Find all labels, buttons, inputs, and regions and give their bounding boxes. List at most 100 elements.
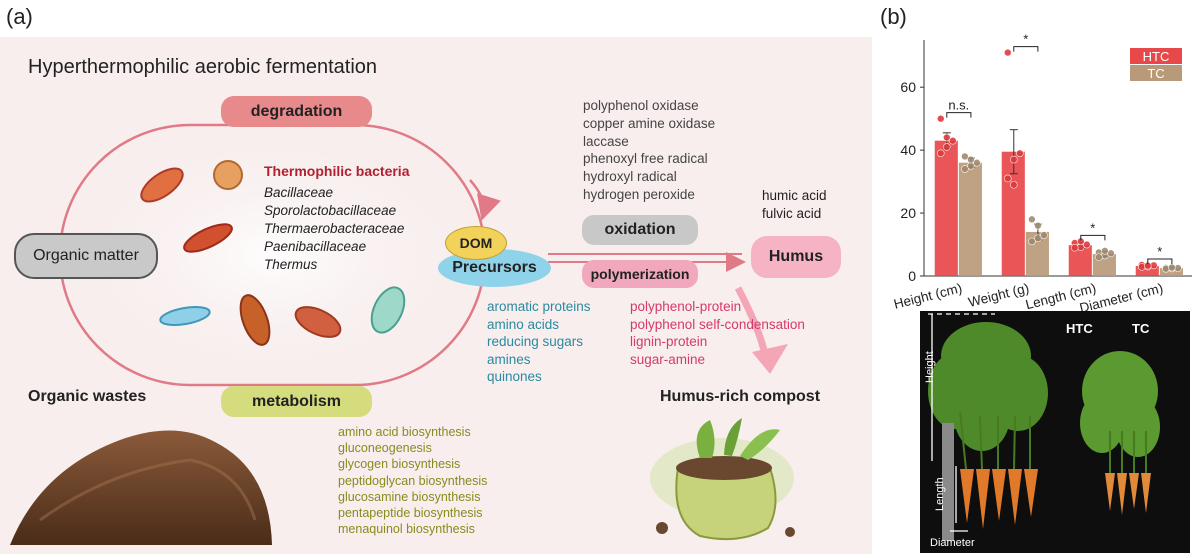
significance-bracket bbox=[1013, 46, 1039, 52]
bacteria-taxon: Bacillaceae bbox=[264, 185, 334, 200]
precursor-item: quinones bbox=[487, 369, 542, 384]
data-point bbox=[1016, 149, 1024, 158]
y-tick-label: 20 bbox=[900, 205, 916, 221]
oxidation-agents-list: polyphenol oxidase copper amine oxidase … bbox=[583, 97, 715, 204]
precursor-item: aromatic proteins bbox=[487, 299, 591, 314]
polymer-products-list: polyphenol-protein polyphenol self-conde… bbox=[630, 298, 805, 368]
degradation-label: degradation bbox=[221, 96, 372, 127]
bacterium-7 bbox=[370, 286, 406, 334]
bacteria-taxon: Paenibacillaceae bbox=[264, 239, 367, 254]
humus-node: Humus bbox=[751, 236, 841, 278]
carrot-photo: HTC TC Height Length Diameter bbox=[920, 311, 1190, 553]
data-point bbox=[942, 143, 951, 151]
data-point bbox=[1101, 247, 1109, 255]
organic-wastes-label: Organic wastes bbox=[28, 388, 147, 405]
data-point bbox=[961, 165, 969, 173]
humic-product: humic acid bbox=[762, 188, 827, 203]
data-point bbox=[973, 158, 981, 167]
metabolic-pathway: peptidoglycan biosynthesis bbox=[338, 473, 488, 488]
metabolism-label: metabolism bbox=[221, 386, 372, 417]
bar-htc-1 bbox=[1001, 151, 1025, 276]
precursor-item: amino acids bbox=[487, 316, 560, 332]
legend-label-htc: HTC bbox=[1143, 49, 1170, 64]
ruler bbox=[942, 423, 954, 541]
bacterium-5 bbox=[239, 294, 271, 346]
data-point bbox=[936, 149, 945, 158]
photo-length-label: Length bbox=[934, 477, 946, 511]
bacterium-4 bbox=[159, 306, 211, 326]
metabolic-pathway: amino acid biosynthesis bbox=[338, 425, 471, 439]
diagram-title: Hyperthermophilic aerobic fermentation bbox=[28, 56, 378, 78]
legend-label-tc: TC bbox=[1147, 66, 1164, 81]
data-point bbox=[942, 133, 951, 142]
category-label: Height (cm) bbox=[892, 280, 963, 311]
panel-a-label: (a) bbox=[6, 4, 33, 29]
significance-bracket bbox=[1147, 258, 1173, 264]
humic-product: fulvic acid bbox=[762, 205, 822, 221]
bacterium-6 bbox=[294, 306, 342, 338]
category-label: Weight (g) bbox=[967, 280, 1031, 310]
bacterium-2 bbox=[213, 160, 243, 190]
polymer-product: polyphenol-protein bbox=[630, 299, 742, 314]
soil-pile bbox=[10, 430, 272, 545]
data-point bbox=[949, 136, 957, 145]
data-point bbox=[1009, 155, 1018, 164]
data-point bbox=[1028, 215, 1036, 224]
data-point bbox=[1040, 231, 1048, 239]
data-point bbox=[1003, 48, 1012, 57]
photo-tc-label: TC bbox=[1132, 321, 1150, 336]
legend-swatch-tc bbox=[1130, 65, 1182, 81]
bacteria-taxon: Thermus bbox=[264, 257, 318, 272]
polymer-product: lignin-protein bbox=[630, 334, 708, 349]
oxidation-agent: phenoxyl free radical bbox=[583, 151, 708, 167]
y-tick-label: 0 bbox=[908, 268, 916, 284]
bacteria-illustrations bbox=[140, 160, 406, 346]
cycle-arrow bbox=[469, 179, 501, 221]
metabolic-pathway: pentapeptide biosynthesis bbox=[338, 506, 483, 521]
bar-htc-2 bbox=[1068, 245, 1092, 276]
oxidation-label: oxidation bbox=[582, 215, 698, 245]
precursor-list: aromatic proteins amino acids reducing s… bbox=[487, 298, 591, 386]
data-point bbox=[967, 155, 975, 164]
photo-diameter-label: Diameter bbox=[930, 537, 975, 549]
htc-carrots bbox=[960, 469, 1038, 529]
metabolic-pathway: glucosamine biosynthesis bbox=[338, 489, 481, 504]
data-point bbox=[961, 152, 969, 161]
data-point bbox=[1070, 243, 1079, 252]
metabolic-pathway: gluconeogenesis bbox=[338, 441, 432, 456]
significance-bracket bbox=[946, 112, 972, 118]
bacterium-3 bbox=[183, 223, 233, 253]
data-point bbox=[1034, 234, 1042, 243]
metabolic-pathways-list: amino acid biosynthesis gluconeogenesis … bbox=[338, 424, 487, 537]
polymer-product: sugar-amine bbox=[630, 351, 706, 367]
metabolic-pathway: menaquinol biosynthesis bbox=[338, 522, 475, 537]
significance-label: * bbox=[1090, 220, 1095, 235]
humic-products-list: humic acid fulvic acid bbox=[762, 187, 827, 222]
tc-carrots bbox=[1105, 473, 1151, 515]
bacteria-taxon: Sporolactobacillaceae bbox=[264, 203, 397, 218]
bar-htc-0 bbox=[934, 140, 958, 276]
y-tick-label: 60 bbox=[900, 79, 916, 95]
oxidation-agent: polyphenol oxidase bbox=[583, 98, 699, 113]
precursor-item: amines bbox=[487, 351, 531, 367]
significance-bracket bbox=[1080, 234, 1106, 241]
compost-label: Humus-rich compost bbox=[660, 388, 821, 405]
bacteria-taxa-list: Bacillaceae Sporolactobacillaceae Therma… bbox=[264, 184, 404, 274]
significance-label: n.s. bbox=[948, 98, 969, 113]
photo-htc-label: HTC bbox=[1066, 321, 1093, 336]
stems bbox=[959, 410, 1147, 473]
htc-foliage bbox=[928, 322, 1048, 451]
data-point bbox=[936, 114, 945, 123]
data-point bbox=[1083, 240, 1091, 249]
metabolic-pathway: glycogen biosynthesis bbox=[338, 457, 461, 472]
dom-node: DOM bbox=[445, 226, 507, 260]
panel-b-label: (b) bbox=[880, 4, 907, 29]
bar-htc-3 bbox=[1135, 265, 1159, 276]
data-point bbox=[1095, 253, 1103, 261]
precursor-item: reducing sugars bbox=[487, 334, 584, 349]
polymerization-label: polymerization bbox=[582, 260, 698, 288]
legend-swatch-htc bbox=[1130, 48, 1182, 64]
significance-label: * bbox=[1157, 244, 1162, 259]
data-point bbox=[1003, 174, 1012, 183]
